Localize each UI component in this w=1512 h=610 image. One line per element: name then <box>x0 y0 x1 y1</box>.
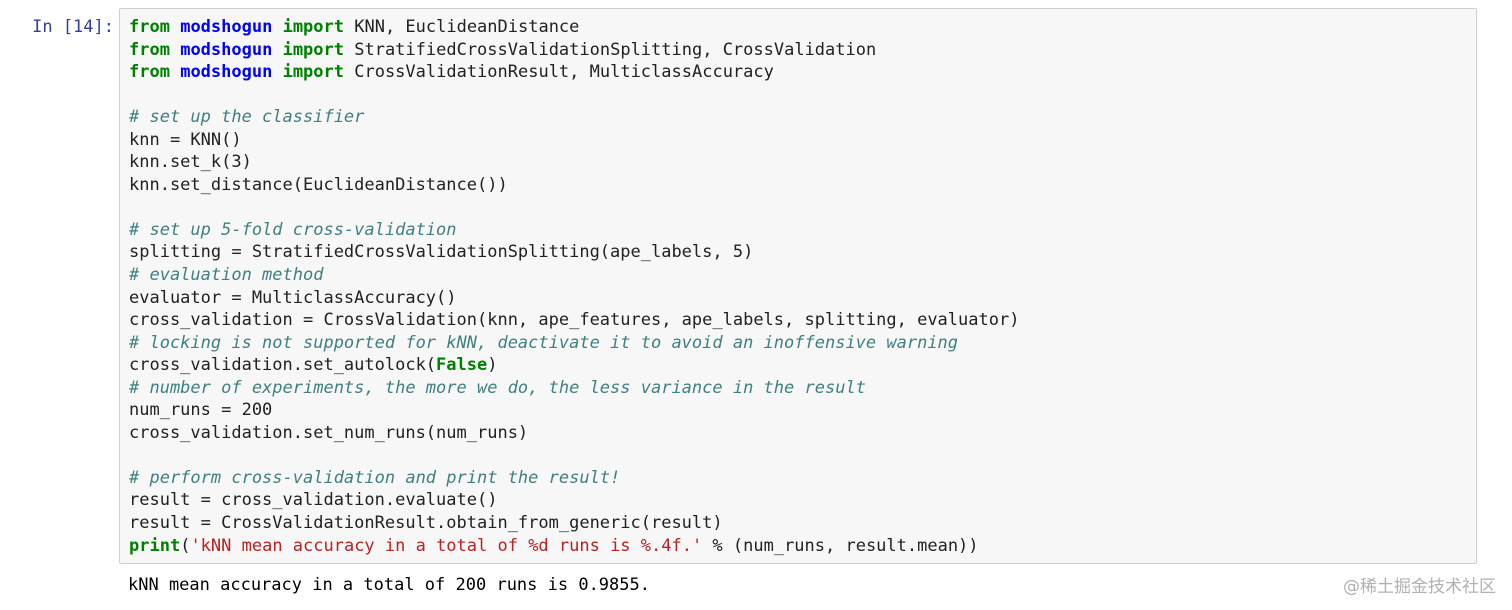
code-line: from modshogun import KNN, EuclideanDist… <box>129 16 1019 39</box>
code-token: print <box>129 535 181 556</box>
code-line <box>129 84 1019 107</box>
code-token: from <box>129 39 170 60</box>
code-line: evaluator = MulticlassAccuracy() <box>129 287 1019 310</box>
code-line: knn.set_distance(EuclideanDistance()) <box>129 174 1019 197</box>
code-line: # set up the classifier <box>129 106 1019 129</box>
code-token: ) <box>487 355 498 376</box>
code-token: knn.set_k(3) <box>129 152 252 173</box>
code-line: cross_validation.set_num_runs(num_runs) <box>129 422 1019 445</box>
code-token: # set up the classifier <box>129 107 365 128</box>
code-editor[interactable]: from modshogun import KNN, EuclideanDist… <box>119 8 1477 564</box>
code-token: ( <box>180 535 191 556</box>
code-token: from <box>129 17 170 37</box>
code-line: # locking is not supported for kNN, deac… <box>129 332 1019 355</box>
code-token: CrossValidationResult, MulticlassAccurac… <box>344 62 774 83</box>
cell-output: kNN mean accuracy in a total of 200 runs… <box>128 575 650 595</box>
code-line: knn.set_k(3) <box>129 151 1019 174</box>
code-token: cross_validation.set_autolock( <box>129 355 437 376</box>
code-token <box>272 40 282 60</box>
code-token: # perform cross-validation and print the… <box>129 467 621 488</box>
code-line <box>129 444 1019 467</box>
code-token: KNN, EuclideanDistance <box>344 17 580 37</box>
code-token: import <box>282 17 344 37</box>
code-line: cross_validation.set_autolock(False) <box>129 354 1019 377</box>
code-line <box>129 196 1019 219</box>
code-token <box>170 17 180 37</box>
code-token: modshogun <box>180 39 273 60</box>
code-token: knn.set_distance(EuclideanDistance()) <box>129 174 508 195</box>
watermark: @稀土掘金技术社区 <box>1343 577 1496 597</box>
code-token: num_runs = 200 <box>129 400 273 421</box>
code-token: knn = KNN() <box>129 129 242 150</box>
code-token: # evaluation method <box>129 265 324 286</box>
code-line: # evaluation method <box>129 264 1019 287</box>
code-token: StratifiedCrossValidationSplitting, Cros… <box>344 39 877 60</box>
code-token: cross_validation.set_num_runs(num_runs) <box>129 422 529 443</box>
code-token: import <box>282 62 344 83</box>
code-block[interactable]: from modshogun import KNN, EuclideanDist… <box>129 16 1019 557</box>
input-prompt: In [14]: <box>32 17 114 37</box>
code-line: splitting = StratifiedCrossValidationSpl… <box>129 241 1019 264</box>
code-token: modshogun <box>180 17 273 37</box>
code-token: result = cross_validation.evaluate() <box>129 490 498 511</box>
code-token <box>272 17 282 37</box>
code-token: from <box>129 62 170 83</box>
code-token: import <box>282 39 344 60</box>
code-token: # locking is not supported for kNN, deac… <box>129 332 959 353</box>
code-token: False <box>436 355 488 376</box>
code-token: # set up 5-fold cross-validation <box>129 219 457 240</box>
code-line: print('kNN mean accuracy in a total of %… <box>129 535 1019 558</box>
code-line: # set up 5-fold cross-validation <box>129 219 1019 242</box>
code-line: # number of experiments, the more we do,… <box>129 377 1019 400</box>
code-line: cross_validation = CrossValidation(knn, … <box>129 309 1019 332</box>
code-line: result = CrossValidationResult.obtain_fr… <box>129 512 1019 535</box>
code-token <box>170 40 180 60</box>
code-token <box>272 62 282 82</box>
code-line: # perform cross-validation and print the… <box>129 467 1019 490</box>
code-token: 'kNN mean accuracy in a total of %d runs… <box>190 535 703 556</box>
code-token: % (num_runs, result.mean)) <box>702 535 979 556</box>
code-token: splitting = StratifiedCrossValidationSpl… <box>129 242 754 263</box>
code-line: from modshogun import StratifiedCrossVal… <box>129 39 1019 62</box>
code-token: modshogun <box>180 62 273 83</box>
code-line: result = cross_validation.evaluate() <box>129 489 1019 512</box>
code-token: cross_validation = CrossValidation(knn, … <box>129 310 1020 331</box>
code-token: evaluator = MulticlassAccuracy() <box>129 287 457 308</box>
code-token: result = CrossValidationResult.obtain_fr… <box>129 513 723 534</box>
code-token <box>170 62 180 82</box>
code-line: num_runs = 200 <box>129 399 1019 422</box>
code-line: knn = KNN() <box>129 129 1019 152</box>
code-token: # number of experiments, the more we do,… <box>129 377 866 398</box>
code-line: from modshogun import CrossValidationRes… <box>129 61 1019 84</box>
